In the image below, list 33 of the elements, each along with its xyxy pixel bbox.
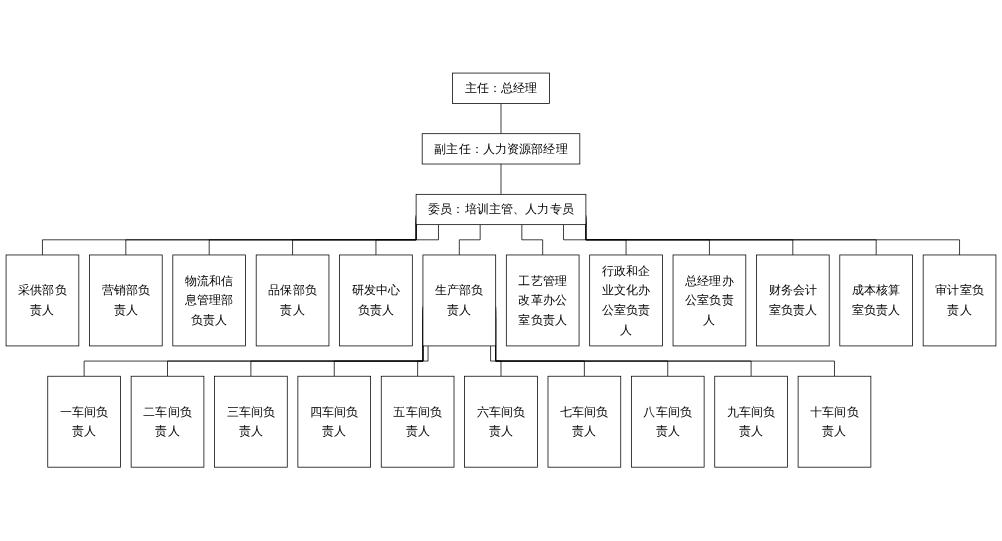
connector	[417, 345, 429, 377]
node-box: 九车间负责人	[714, 376, 788, 468]
node-box: 十车间负责人	[797, 376, 872, 468]
node-box: 成本核算室负责人	[839, 254, 913, 347]
node-box: 一车间负责人	[47, 376, 121, 468]
node-box: 二车间负责人	[130, 376, 205, 468]
connector	[500, 103, 502, 135]
node-box: 工艺管理改革办公室负责人	[505, 254, 580, 347]
connector	[563, 224, 627, 256]
node-box: 主任：总经理	[452, 73, 550, 105]
node-box: 研发中心负责人	[339, 254, 413, 347]
node-box: 总经理办公室负责人	[672, 254, 747, 347]
node-box: 财务会计室负责人	[756, 254, 830, 347]
node-box: 五车间负责人	[380, 376, 455, 468]
node-box: 审计室负责人	[922, 254, 997, 347]
node-box: 品保部负责人	[255, 254, 330, 347]
node-box: 副主任：人力资源部经理	[421, 133, 581, 165]
connector	[521, 224, 544, 256]
node-box: 行政和企业文化办公室负责人	[589, 254, 663, 347]
node-box: 八车间负责人	[631, 376, 705, 468]
connector	[458, 224, 481, 256]
connector	[500, 164, 502, 196]
node-box: 生产部负责人	[422, 254, 497, 347]
node-box: 营销部负责人	[89, 254, 163, 347]
node-box: 采供部负责人	[5, 254, 80, 347]
connector	[490, 345, 502, 377]
node-box: 三车间负责人	[214, 376, 288, 468]
node-box: 七车间负责人	[547, 376, 622, 468]
node-box: 六车间负责人	[464, 376, 538, 468]
node-box: 物流和信息管理部负责人	[172, 254, 246, 347]
node-box: 委员：培训主管、人力专员	[415, 194, 587, 226]
connector	[375, 224, 439, 256]
node-box: 四车间负责人	[297, 376, 371, 468]
